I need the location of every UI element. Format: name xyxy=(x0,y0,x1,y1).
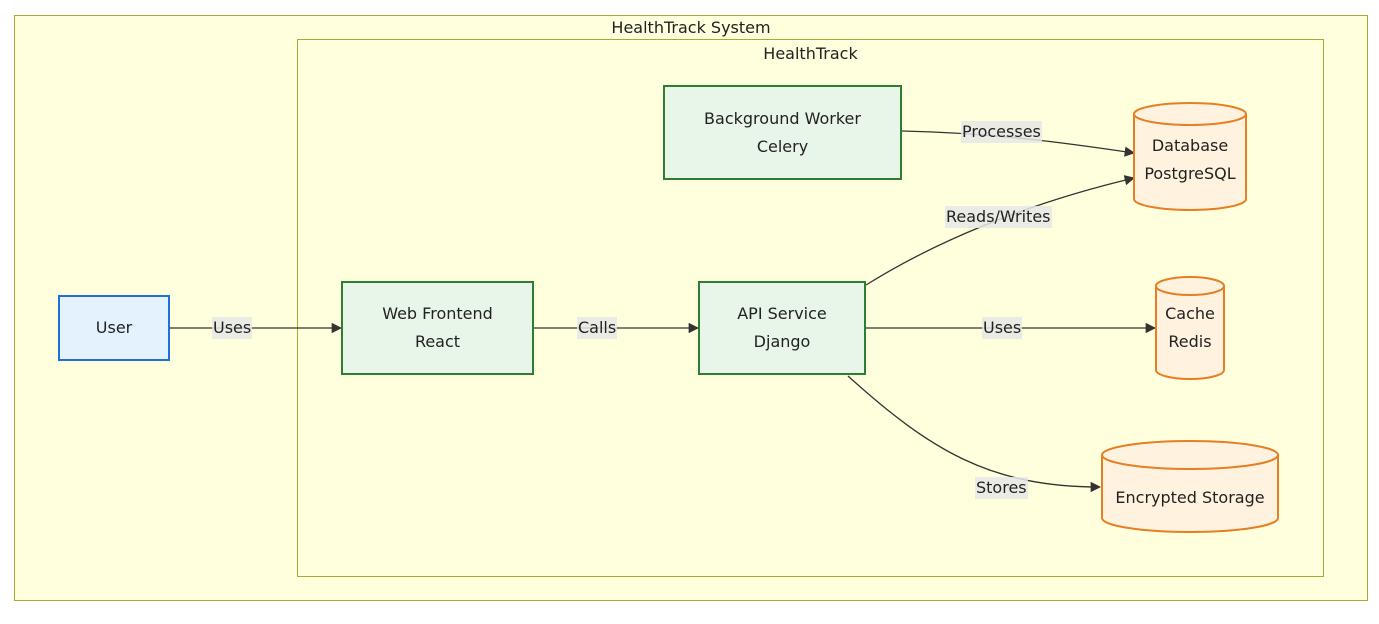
edge-label-user-uses: Uses xyxy=(212,317,253,339)
edge-api-storage xyxy=(847,375,1102,493)
api-service-tech: Django xyxy=(753,332,811,351)
user-node[interactable]: User xyxy=(58,295,170,361)
database-label: Database xyxy=(1151,136,1229,155)
cache-label-group: Cache Redis xyxy=(1156,298,1224,358)
user-label: User xyxy=(95,318,133,337)
background-worker-label: Background Worker xyxy=(704,108,861,128)
cache-cylinder[interactable] xyxy=(1155,276,1225,380)
edge-label-worker-processes: Processes xyxy=(961,121,1042,143)
edge-api-database xyxy=(865,175,1136,286)
database-cylinder[interactable] xyxy=(1133,102,1247,211)
cache-tech: Redis xyxy=(1168,332,1212,351)
edge-label-api-readswrites: Reads/Writes xyxy=(945,206,1052,228)
edge-label-api-uses-cache: Uses xyxy=(982,317,1023,339)
encrypted-storage-cylinder[interactable] xyxy=(1101,440,1279,533)
encrypted-storage-label: Encrypted Storage xyxy=(1115,488,1265,507)
encrypted-storage-label-group: Encrypted Storage xyxy=(1102,476,1278,520)
database-label-group: Database PostgreSQL xyxy=(1134,130,1246,190)
api-service-node[interactable]: API Service Django xyxy=(698,281,866,375)
cache-label: Cache xyxy=(1165,304,1215,323)
healthtrack-title: HealthTrack xyxy=(763,44,858,63)
background-worker-node[interactable]: Background Worker Celery xyxy=(663,85,902,180)
edge-label-frontend-calls: Calls xyxy=(577,317,618,339)
api-service-label: API Service xyxy=(737,304,827,323)
database-tech: PostgreSQL xyxy=(1144,164,1236,183)
edge-label-api-stores: Stores xyxy=(975,477,1028,499)
healthtrack-system-title: HealthTrack System xyxy=(611,18,771,37)
web-frontend-tech: React xyxy=(414,332,461,351)
web-frontend-node[interactable]: Web Frontend React xyxy=(341,281,534,375)
background-worker-tech: Celery xyxy=(756,136,809,156)
web-frontend-label: Web Frontend xyxy=(382,304,493,323)
